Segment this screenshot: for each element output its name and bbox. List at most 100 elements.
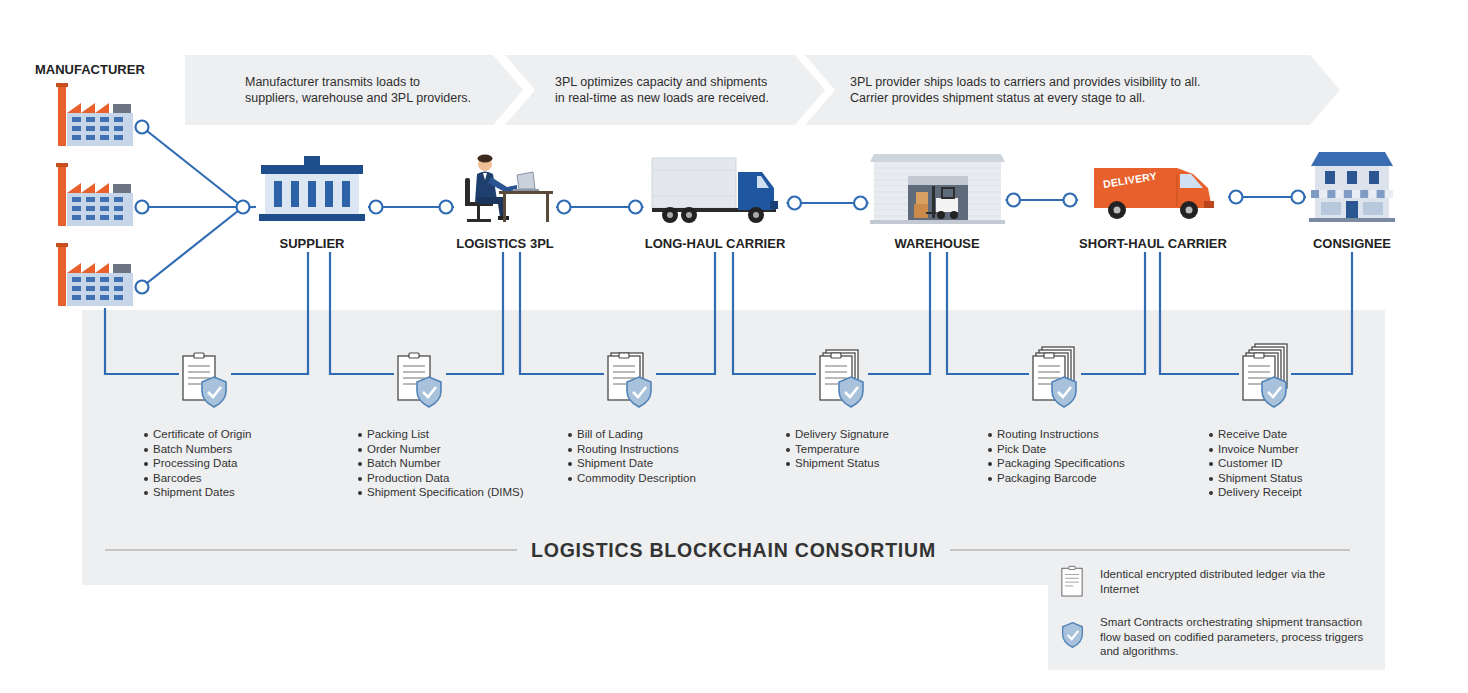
document-icon-part <box>1058 387 1071 397</box>
legend-contract-icon-part <box>1068 631 1079 639</box>
warehouse-illustration-part <box>914 204 928 218</box>
shop-illustration-part <box>1325 171 1335 184</box>
factory-icon-part <box>100 286 109 291</box>
bullet-text: Barcodes <box>153 472 202 484</box>
factory-icon-part <box>72 295 81 300</box>
van-illustration-part <box>1108 201 1126 219</box>
van-illustration-part <box>1176 174 1177 206</box>
connector-line <box>105 308 179 374</box>
bullet-text: Packaging Barcode <box>997 472 1097 484</box>
connector-line <box>446 252 503 374</box>
supplier-illustration <box>257 146 367 226</box>
document-icon-part <box>825 365 847 366</box>
banner-text-box: 3PL optimizes capacity and shipments in … <box>505 55 825 125</box>
bullet-text: Packaging Specifications <box>997 457 1125 469</box>
document-icon-part <box>409 353 419 358</box>
warehouse-illustration-part <box>916 192 928 204</box>
supplier-illustration-part <box>261 165 363 174</box>
bullet-dot <box>786 462 790 466</box>
document-icon-part <box>831 353 841 358</box>
factory-icon-part <box>72 215 81 220</box>
bullet-item: Shipment Dates <box>143 485 251 500</box>
connector-dot <box>629 201 642 214</box>
document-icon-part <box>825 371 847 372</box>
connector-dot <box>136 281 149 294</box>
truck-illustration-part <box>753 212 759 218</box>
truck-illustration-part <box>662 207 678 223</box>
tpl-illustration-part <box>478 155 493 163</box>
factory-icon-part <box>72 117 81 122</box>
connector-line <box>947 252 1029 374</box>
bullet-dot <box>988 448 992 452</box>
supplier-illustration-part <box>342 181 350 207</box>
bullet-text: Routing Instructions <box>577 443 679 455</box>
bullet-dot <box>144 477 148 481</box>
document-icon-part <box>188 383 201 384</box>
document-icon-part <box>1248 377 1270 378</box>
document-node: Receive DateInvoice NumberCustomer IDShi… <box>1208 338 1302 500</box>
document-icon <box>394 338 446 410</box>
document-node: Packing ListOrder NumberBatch NumberProd… <box>357 338 524 500</box>
process-banner: 3PL provider ships loads to carriers and… <box>805 55 1340 125</box>
shop-illustration-part <box>1311 152 1393 166</box>
connector-dot <box>370 201 383 214</box>
bullet-text: Order Number <box>367 443 441 455</box>
connector <box>733 252 816 374</box>
banner-text: 3PL optimizes capacity and shipments in … <box>555 74 775 106</box>
factory-icon-part <box>114 117 123 122</box>
legend-text: Identical encrypted distributed ledger v… <box>1100 567 1362 596</box>
bullet-dot <box>358 448 362 452</box>
label-row: SUPPLIER <box>256 234 368 252</box>
label-row: LONG-HAUL CARRIER <box>644 234 787 252</box>
connector <box>446 252 503 374</box>
connector <box>136 121 257 294</box>
warehouse-illustration-part <box>874 168 1001 169</box>
shop-illustration-part <box>1309 218 1395 222</box>
factory-icon-part <box>72 277 81 282</box>
bullet-dot <box>1209 477 1213 481</box>
legend-ledger-icon-part <box>1065 578 1079 579</box>
bullet-item: Packaging Barcode <box>987 471 1125 486</box>
bullet-dot <box>568 477 572 481</box>
document-node: Routing InstructionsPick DatePackaging S… <box>987 338 1125 485</box>
bullet-item: Bill of Lading <box>567 427 696 442</box>
tpl-illustration-part <box>517 172 535 189</box>
document-icon-part <box>202 377 226 407</box>
connector-line <box>733 252 816 374</box>
bullet-text: Certificate of Origin <box>153 428 251 440</box>
supplier-illustration-part <box>308 181 316 207</box>
document-icon-part <box>1038 371 1060 372</box>
truck-illustration-part <box>748 207 764 223</box>
bullet-text: Pick Date <box>997 443 1046 455</box>
node-label: CONSIGNEE <box>1313 236 1391 252</box>
label-row: SHORT-HAUL CARRIER <box>1078 234 1228 252</box>
bullet-item: Commodity Description <box>567 471 696 486</box>
legend-entry: Identical encrypted distributed ledger v… <box>1058 567 1362 596</box>
warehouse-illustration-part <box>874 162 1001 220</box>
bullet-dot <box>1209 491 1213 495</box>
bullet-text: Batch Number <box>367 457 441 469</box>
factory-icon-part <box>100 197 109 202</box>
factory-icon-part <box>100 126 109 131</box>
tpl-illustration-part <box>503 194 506 222</box>
bullet-dot <box>358 477 362 481</box>
bullet-text: Delivery Signature <box>795 428 889 440</box>
document-icon-part <box>845 387 858 397</box>
chevron-shape <box>505 55 825 125</box>
shop-illustration-part <box>1319 190 1327 198</box>
factory-icon <box>55 82 135 148</box>
document-icon-part <box>613 377 635 378</box>
document-icon-part <box>1248 383 1261 384</box>
bullet-item: Delivery Receipt <box>1208 485 1302 500</box>
process-banner: 3PL optimizes capacity and shipments in … <box>505 55 825 125</box>
legend-contract-icon <box>1061 621 1084 649</box>
bullet-dot <box>988 477 992 481</box>
bullet-dot <box>144 491 148 495</box>
bullet-item: Certificate of Origin <box>143 427 251 442</box>
document-icon-part <box>1038 383 1051 384</box>
label-row: CONSIGNEE <box>1306 234 1398 252</box>
truck-illustration-part <box>652 170 736 171</box>
tpl-illustration-part <box>513 189 539 191</box>
document-icon-part <box>1044 353 1054 358</box>
